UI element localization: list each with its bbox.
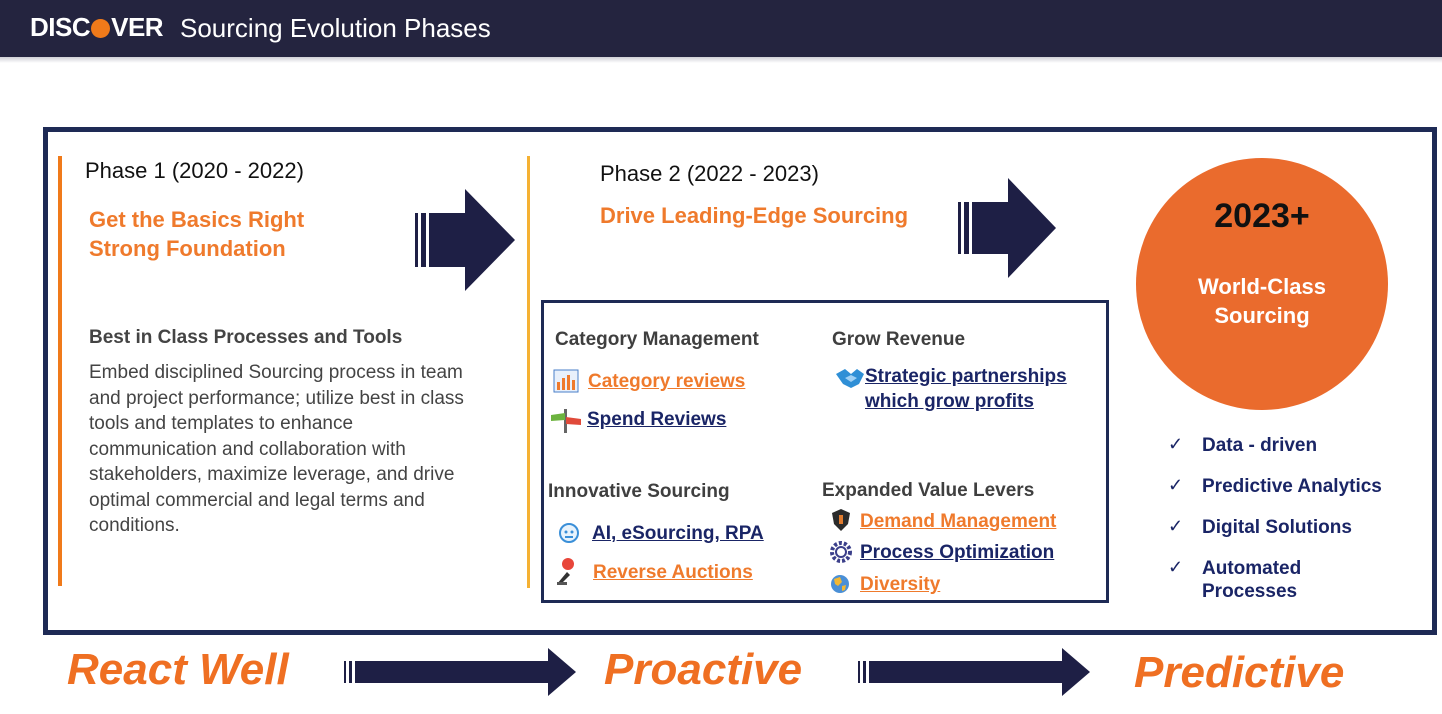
diversity-link[interactable]: Diversity bbox=[860, 574, 941, 595]
checklist-item: Predictive Analytics bbox=[1202, 476, 1382, 497]
handshake-icon bbox=[836, 369, 864, 388]
robot-icon bbox=[559, 523, 579, 543]
phase3-title-line-1: World-Class bbox=[1198, 274, 1326, 299]
checklist-item-line-2: Processes bbox=[1202, 581, 1298, 602]
arrow-right-icon bbox=[415, 189, 515, 291]
phase2-levers-box bbox=[541, 300, 1109, 603]
stage-proactive: Proactive bbox=[604, 645, 803, 694]
gavel-icon bbox=[557, 558, 574, 585]
phase1-subhead: Best in Class Processes and Tools bbox=[89, 327, 403, 348]
stage-react-well: React Well bbox=[67, 645, 289, 694]
phase3-title: World-Class Sourcing bbox=[1136, 272, 1388, 330]
category-management-title: Category Management bbox=[555, 329, 759, 350]
phase3-year: 2023+ bbox=[1214, 197, 1310, 235]
innovative-sourcing-title: Innovative Sourcing bbox=[548, 481, 730, 502]
check-icon: ✓ bbox=[1168, 434, 1184, 454]
expanded-value-levers-title: Expanded Value Levers bbox=[822, 480, 1035, 501]
spend-reviews-link[interactable]: Spend Reviews bbox=[587, 409, 727, 430]
phase1-divider bbox=[58, 156, 62, 586]
shield-icon bbox=[832, 509, 850, 531]
category-reviews-link[interactable]: Category reviews bbox=[588, 371, 746, 392]
world-class-circle bbox=[1136, 158, 1388, 410]
checklist-item-line-1: Automated bbox=[1202, 558, 1302, 579]
checklist-item: Data - driven bbox=[1202, 435, 1318, 456]
process-optimization-link[interactable]: Process Optimization bbox=[860, 542, 1055, 563]
phase1-headline-2: Strong Foundation bbox=[89, 236, 286, 261]
checklist-item: Automated Processes bbox=[1202, 557, 1301, 603]
grow-revenue-title: Grow Revenue bbox=[832, 329, 966, 350]
phase2-divider bbox=[527, 156, 530, 588]
check-icon: ✓ bbox=[1168, 516, 1184, 536]
strategic-partnerships-link[interactable]: Strategic partnerships which grow profit… bbox=[865, 364, 1067, 414]
phase2-label: Phase 2 (2022 - 2023) bbox=[600, 161, 819, 186]
slide-title: Sourcing Evolution Phases bbox=[180, 13, 491, 43]
ai-esourcing-rpa-link[interactable]: AI, eSourcing, RPA bbox=[592, 523, 764, 544]
reverse-auctions-link[interactable]: Reverse Auctions bbox=[593, 562, 753, 583]
header-bar bbox=[0, 0, 1442, 57]
stage-predictive: Predictive bbox=[1134, 648, 1345, 697]
arrow-right-icon bbox=[344, 648, 576, 696]
arrow-right-icon bbox=[958, 178, 1056, 278]
phase2-headline: Drive Leading-Edge Sourcing bbox=[600, 203, 909, 228]
gear-icon bbox=[830, 541, 852, 563]
phase1-label: Phase 1 (2020 - 2022) bbox=[85, 158, 304, 183]
strategic-partnerships-line-1: Strategic partnerships bbox=[865, 366, 1067, 387]
signpost-icon bbox=[551, 409, 581, 433]
demand-management-link[interactable]: Demand Management bbox=[860, 511, 1057, 532]
check-icon: ✓ bbox=[1168, 475, 1184, 495]
logo-orange-dot bbox=[91, 19, 111, 38]
bar-chart-icon bbox=[553, 369, 579, 393]
phase1-headline-1: Get the Basics Right bbox=[89, 207, 305, 232]
phase1-body: Embed disciplined Sourcing process in te… bbox=[89, 362, 464, 536]
strategic-partnerships-line-2: which grow profits bbox=[865, 391, 1034, 412]
header-shadow bbox=[0, 57, 1442, 63]
globe-icon bbox=[831, 575, 849, 593]
arrow-right-icon bbox=[858, 648, 1090, 696]
check-icon: ✓ bbox=[1168, 557, 1184, 577]
checklist-item: Digital Solutions bbox=[1202, 517, 1352, 538]
phase3-title-line-2: Sourcing bbox=[1214, 303, 1310, 328]
